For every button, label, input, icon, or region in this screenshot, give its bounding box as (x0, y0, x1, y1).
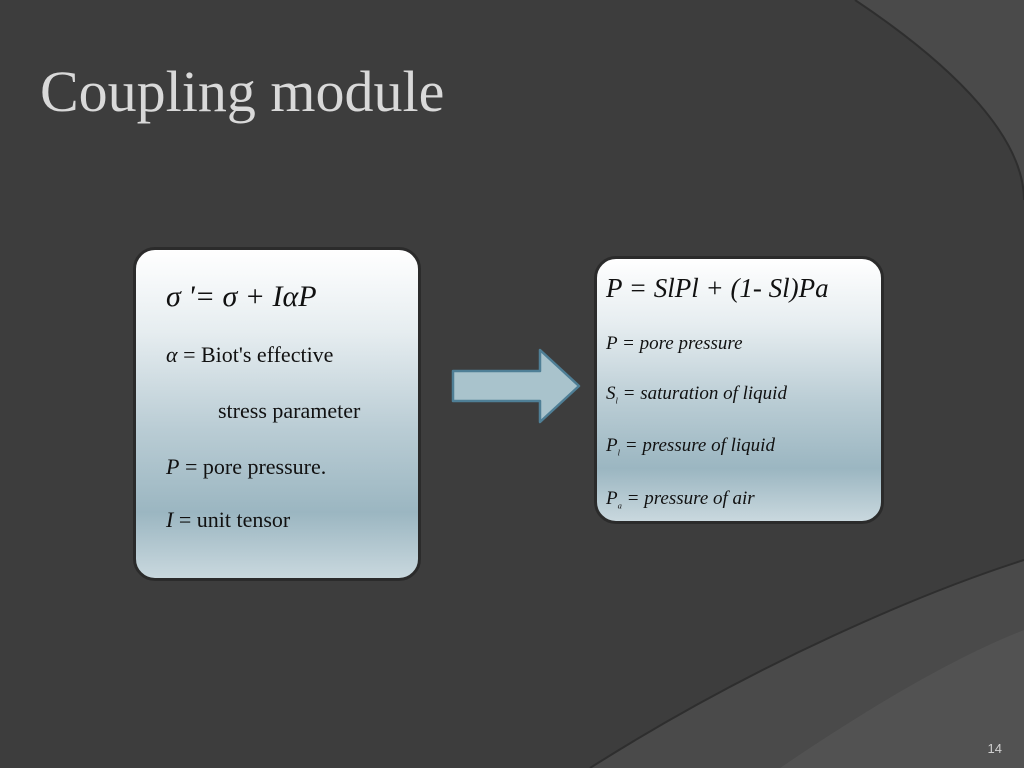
pressure-text: pore pressure. (202, 454, 327, 479)
definition-symbol: S (606, 383, 616, 404)
definition-symbol: P (606, 435, 618, 456)
definition-subscript: l (615, 395, 618, 406)
alpha-definition: α = Biot's effective (166, 342, 334, 367)
pressure-definition: P = pore pressure. (166, 454, 327, 479)
effective-stress-equation: σ '= σ + IαP (166, 280, 317, 313)
definition-subscript: l (617, 447, 620, 458)
pore-pressure-box: P = SlPl + (1- Sl)Pa P = pore pressure S… (594, 256, 884, 524)
slide-title: Coupling module (40, 59, 445, 124)
definition-text: saturation of liquid (640, 383, 787, 404)
alpha-definition-continued: stress parameter (218, 398, 360, 424)
air-pressure-definition: Pa = pressure of air (606, 488, 755, 511)
pressure-symbol: P (166, 454, 180, 479)
liquid-pressure-definition: Pl = pressure of liquid (606, 435, 775, 458)
definition-symbol: P (606, 488, 618, 509)
pore-pressure-definition: P = pore pressure (606, 333, 743, 354)
definition-text: pore pressure (639, 333, 743, 354)
tensor-text: unit tensor (196, 507, 291, 532)
tensor-symbol: I (166, 507, 174, 532)
definition-text: pressure of liquid (642, 435, 775, 456)
alpha-text: Biot's effective (200, 342, 334, 367)
saturation-definition: Sl = saturation of liquid (606, 383, 787, 406)
definition-subscript: a (617, 500, 622, 511)
alpha-symbol: α (166, 342, 178, 367)
right-arrow-icon (451, 348, 581, 424)
biot-stress-box: σ '= σ + IαP α = Biot's effective stress… (133, 247, 421, 581)
alpha-text-continued: stress parameter (218, 398, 361, 423)
definition-text: pressure of air (644, 488, 755, 509)
definition-symbol: P (606, 333, 618, 354)
page-number: 14 (987, 741, 1002, 756)
tensor-definition: I = unit tensor (166, 507, 291, 532)
pore-pressure-equation: P = SlPl + (1- Sl)Pa (606, 273, 829, 303)
